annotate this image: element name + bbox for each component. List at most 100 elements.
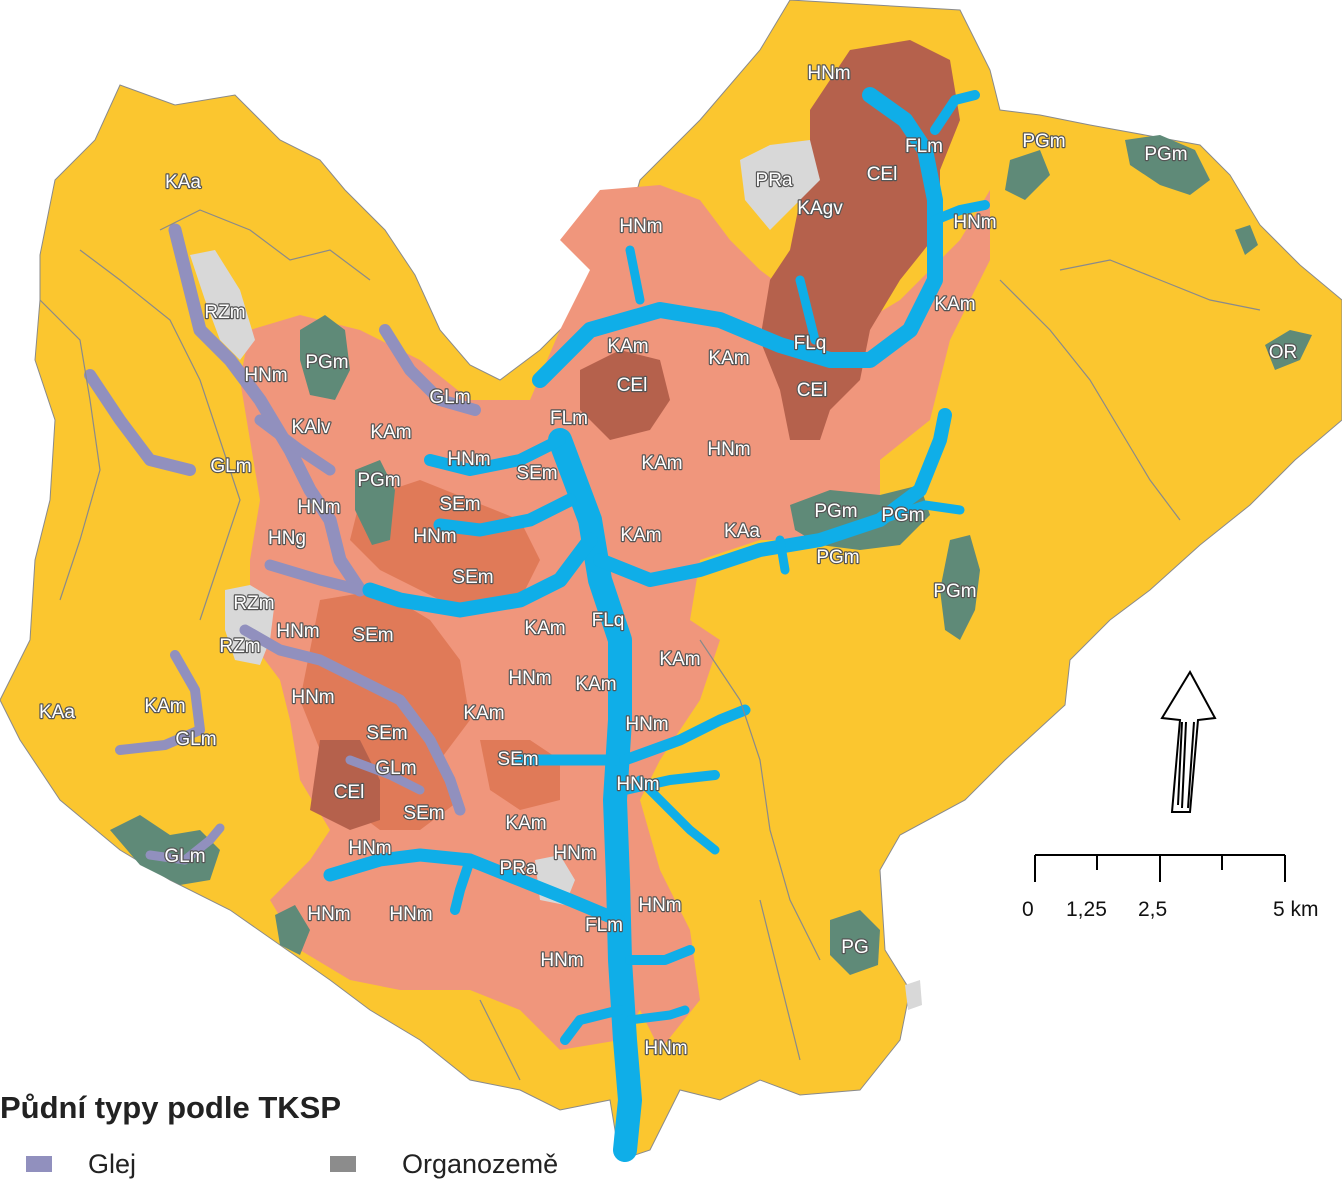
soil-unit-label: SEm [366,723,407,744]
north-arrow-icon [1160,669,1217,813]
pseudoglej-area [300,315,350,400]
river-branch [930,200,990,225]
soil-unit-label: PRa [500,858,537,879]
river-branch [875,500,965,525]
soil-unit-label: PGm [1022,131,1065,152]
soil-unit-label: HNm [540,950,583,971]
scale-tick-label: 5 km [1273,898,1319,921]
soil-unit-label: SEm [439,494,480,515]
glej-strip [264,559,366,596]
soil-unit-label: HNm [625,714,668,735]
pseudoglej-area [275,905,310,955]
glej-strip [145,823,225,865]
legend-swatch [26,1156,52,1172]
soil-unit-label: KAm [607,336,648,357]
pseudoglej-area [1005,150,1050,200]
soil-unit-label: CEl [334,782,365,803]
glej-strip [345,755,425,795]
soil-unit-label: HNm [389,904,432,925]
soil-unit-label: KAa [39,702,75,723]
soil-unit-label: RZm [219,636,260,657]
soil-unit-label: PGm [1144,144,1187,165]
soil-unit-label: KAm [708,348,749,369]
soil-unit-label: GLm [175,729,216,750]
scale-bar: 0 1,25 2,5 5 km [1022,854,1319,921]
river-branch [625,1005,690,1025]
glej-strip [115,650,205,755]
pseudoglej-area [355,460,395,545]
legend-title: Půdní typy podle TKSP [0,1090,342,1125]
soil-unit-label: HNm [307,904,350,925]
soil-unit-label: CEl [867,164,898,185]
soil-unit-label: SEm [497,749,538,770]
soil-unit-label: PGm [357,470,400,491]
soil-unit-label: SEm [516,463,557,484]
soil-unit-label: HNm [638,895,681,916]
soil-unit-label: KAm [575,674,616,695]
boundary-line [699,639,821,961]
soil-unit-label: HNm [619,216,662,237]
pseudoglej-area [1265,330,1312,370]
soil-unit-label: GLm [210,456,251,477]
rendzina-area [190,250,255,360]
pseudoglej-area [110,815,220,885]
soil-unit-label: FLm [905,136,943,157]
boundary-line [479,999,521,1081]
soil-unit-label: KAm [370,422,411,443]
boundary-line [159,209,371,281]
river-branch [433,493,577,537]
river-branch [619,704,751,766]
soil-unit-label: PGm [305,352,348,373]
cernice-area [580,350,670,440]
river-branch [450,855,475,915]
soil-unit-label: KAm [505,813,546,834]
soil-unit-label: PGm [933,581,976,602]
slinovatka-area [350,480,540,610]
soil-unit-label: FLq [794,333,827,354]
scale-tick-label: 0 [1022,898,1034,921]
soil-unit-label: KAm [659,649,700,670]
soil-unit-label: FLm [550,408,588,429]
soil-unit-label: GLm [375,758,416,779]
legend-label: Organozemě [402,1149,559,1179]
fluvizem-river-network [323,87,990,1162]
soil-unit-label: HNg [268,528,306,549]
river-branch [362,532,598,618]
soil-unit-label: PGm [881,505,924,526]
river-branch [795,275,820,345]
soil-unit-label: GLm [429,387,470,408]
soil-unit-label: SEm [352,625,393,646]
soil-unit-label: HNm [244,365,287,386]
glej-strip [239,624,466,816]
river-branch [560,1005,625,1045]
glej-strip [254,414,336,476]
river-branch [635,775,720,855]
boundary-line [39,299,101,601]
soil-unit-label: PRa [756,170,793,191]
rendzina-area [740,140,820,230]
glej-strip [379,324,481,416]
soil-unit-label: HNm [276,621,319,642]
scale-tick-label: 1,25 [1066,898,1107,921]
soil-unit-label: RZm [204,302,245,323]
soil-unit-label: PGm [816,547,859,568]
soil-unit-label: OR [1269,342,1298,363]
soil-unit-label: HNm [953,212,996,233]
legend-label: Glej [88,1149,137,1179]
soil-unit-label: FLq [592,610,625,631]
soil-unit-label: FLm [585,915,623,936]
soil-unit-label: HNm [291,687,334,708]
boundary-line [759,899,801,1061]
soil-unit-label: HNm [616,774,659,795]
pseudoglej-area [1125,135,1210,195]
scale-bar-ticks [1034,855,1286,882]
soil-unit-label: GLm [164,846,205,867]
soil-unit-label: KAm [641,453,682,474]
soil-unit-label: SEm [403,803,444,824]
soil-unit-label: KAgv [797,198,843,219]
boundary-line [999,279,1181,521]
soil-unit-label: HNm [644,1038,687,1059]
soil-unit-label: KAlv [291,417,331,438]
rendzina-area [905,980,922,1010]
